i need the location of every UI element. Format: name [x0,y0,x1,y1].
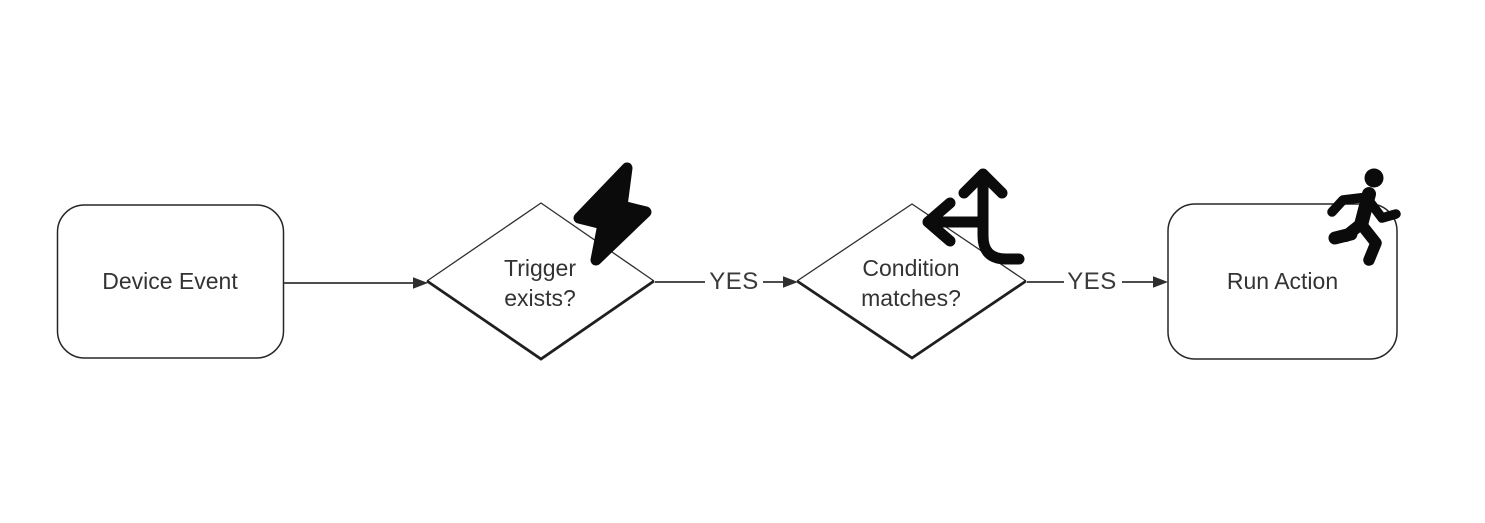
decision-condition-matches [796,203,1027,360]
runner-front-arm [1327,192,1373,217]
lightning-bolt-shape [573,162,652,266]
runner-head [1364,168,1384,188]
node-device-event [56,204,285,359]
diamond-outline-bottom [796,279,1027,360]
runner-rear-leg [1355,218,1382,266]
edge-label-yes-condition-to-run: YES [1067,268,1117,295]
runner-front-foot [1328,227,1358,245]
runner-rear-arm [1365,197,1401,223]
lightning-icon [573,162,652,266]
diamond-outline-top [426,202,655,282]
arrow-head [783,276,798,288]
edge-device-to-trigger [284,277,428,289]
arrow-head [413,277,428,289]
icon-left-arrowhead [922,197,956,247]
directions-fork-icon [922,168,1025,265]
edge-trigger-to-condition [655,276,798,288]
device-event-shape [56,204,285,359]
edge-condition-to-run [1027,276,1168,288]
icon-up-arrowhead [958,168,1008,199]
diamond-fill [797,204,1026,358]
edge-label-yes-trigger-to-condition: YES [709,268,759,295]
person-running-icon [1327,168,1401,266]
arrow-head [1153,276,1168,288]
icon-stem [977,170,1025,265]
diamond-outline-bottom [426,279,655,361]
